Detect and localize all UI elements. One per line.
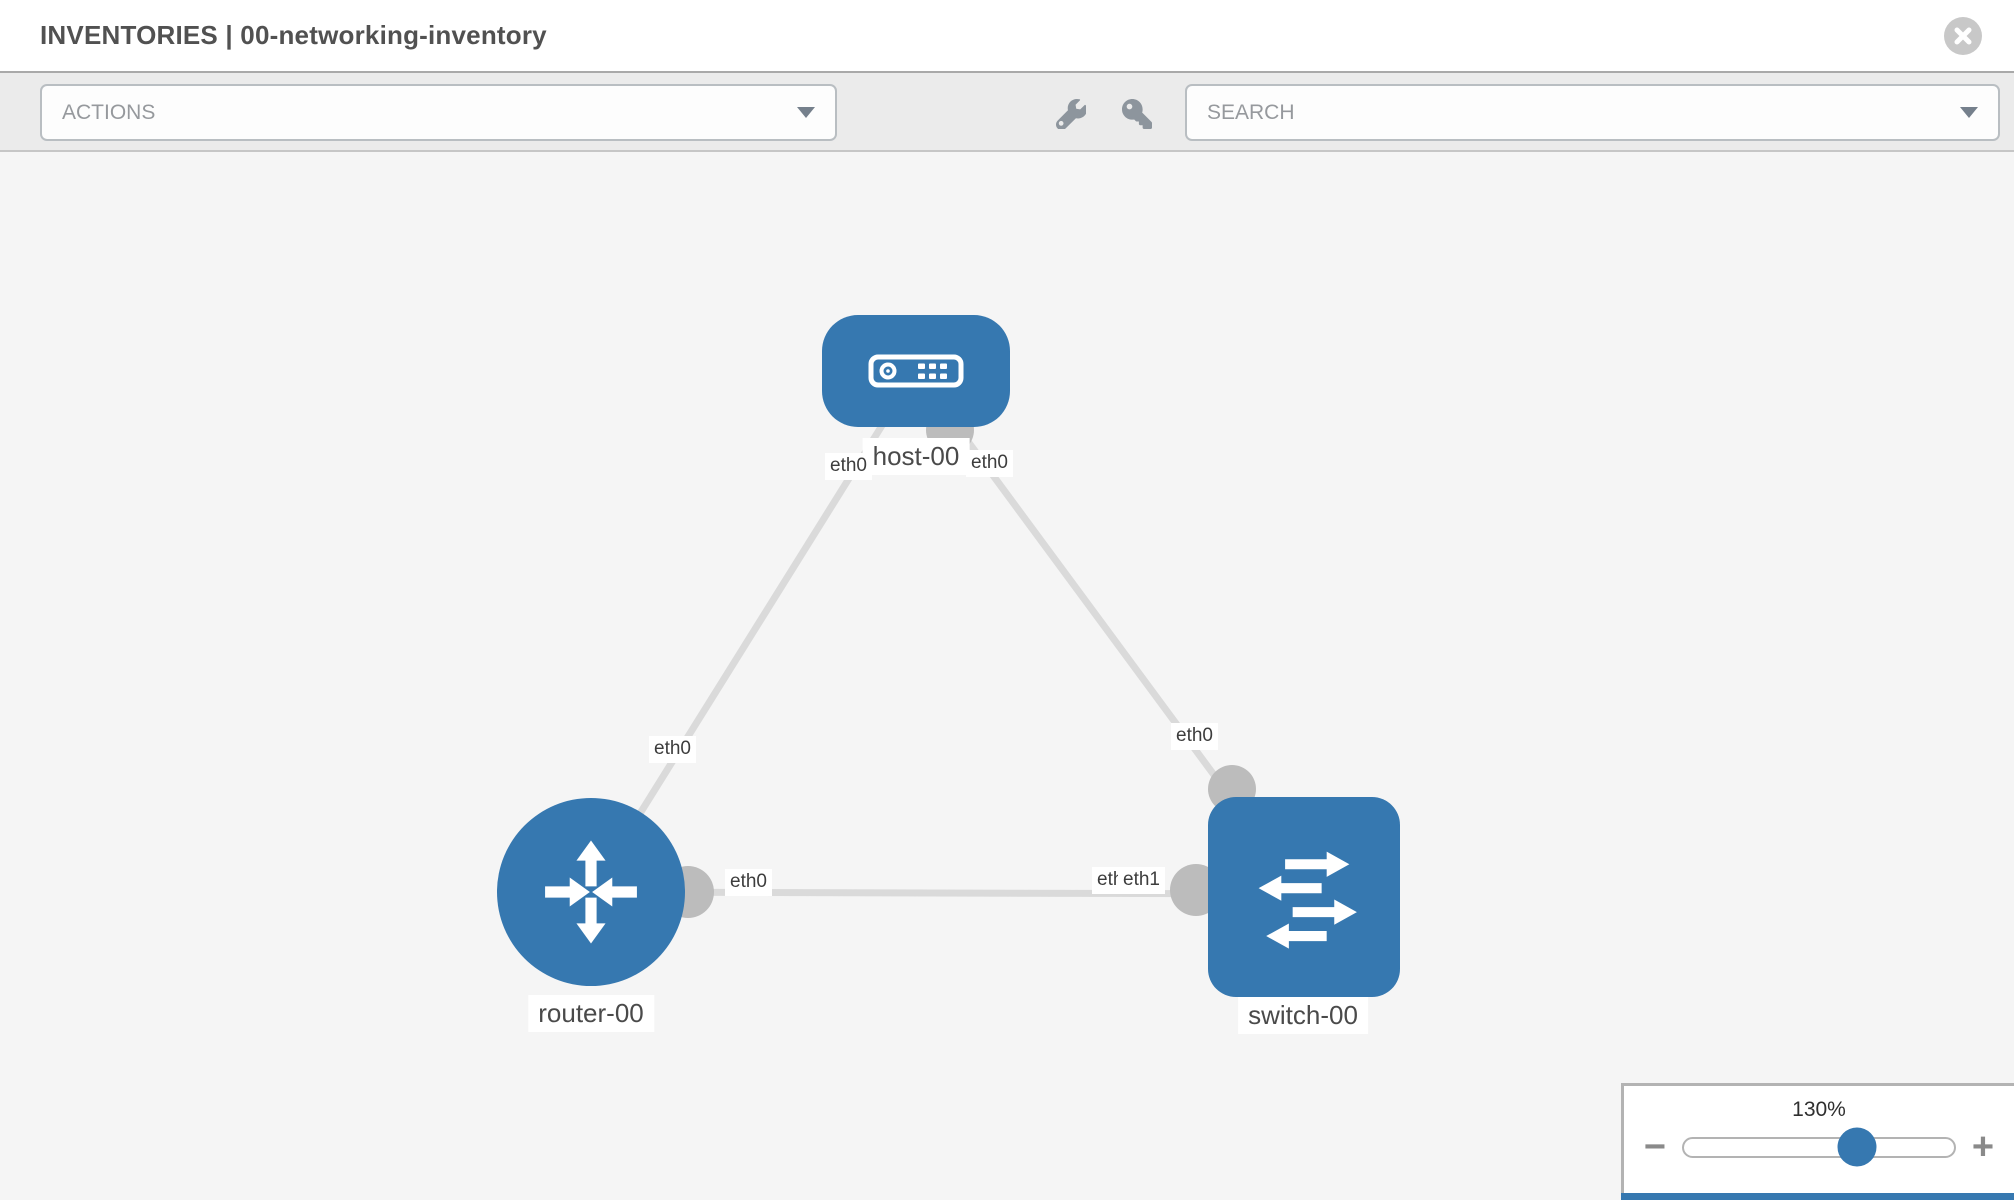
zoom-slider-thumb[interactable] — [1837, 1127, 1877, 1167]
node-label-switch-00[interactable]: switch-00 — [1238, 997, 1368, 1035]
close-icon — [1954, 27, 1972, 44]
zoom-panel: 130% − + — [1621, 1083, 2014, 1200]
key-icon[interactable] — [1122, 99, 1152, 129]
search-dropdown[interactable]: SEARCH — [1185, 84, 2000, 141]
search-dropdown-label: SEARCH — [1207, 100, 1295, 124]
header: INVENTORIES | 00-networking-inventory — [0, 0, 2014, 73]
node-switch-00[interactable] — [1208, 797, 1400, 997]
node-label-router-00[interactable]: router-00 — [528, 995, 654, 1033]
iface-label-switch-eth1: eth1 — [1118, 867, 1165, 894]
iface-label-router-eth0: eth0 — [725, 869, 772, 896]
node-label-host-00[interactable]: host-00 — [862, 438, 970, 476]
panel-accent-bar — [1621, 1193, 2014, 1200]
wrench-icon[interactable] — [1056, 99, 1086, 129]
chevron-down-icon — [797, 107, 815, 118]
toolbar: ACTIONS SEARCH — [0, 73, 2014, 152]
actions-dropdown[interactable]: ACTIONS — [40, 84, 837, 141]
node-router-00[interactable] — [497, 798, 685, 986]
node-host-00[interactable] — [822, 315, 1010, 427]
iface-label-switch-eth0-up: eth0 — [1171, 723, 1218, 750]
zoom-out-button[interactable]: − — [1643, 1126, 1667, 1168]
switch-icon — [1258, 851, 1357, 949]
page-title: INVENTORIES | 00-networking-inventory — [40, 20, 547, 50]
iface-label-router-eth0-up: eth0 — [649, 736, 696, 763]
close-button[interactable] — [1944, 16, 1982, 55]
router-icon — [545, 840, 637, 944]
host-icon — [868, 354, 964, 388]
actions-dropdown-label: ACTIONS — [62, 100, 156, 124]
topology-canvas[interactable]: host-00 router-00 switch-00 eth0 eth0 et… — [0, 152, 2014, 1200]
chevron-down-icon — [1960, 107, 1978, 118]
zoom-level: 130% — [1792, 1098, 1846, 1121]
iface-label-host-eth0-left: eth0 — [825, 453, 872, 480]
iface-label-host-eth0-right: eth0 — [966, 450, 1013, 477]
zoom-in-button[interactable]: + — [1971, 1126, 1995, 1168]
zoom-slider[interactable] — [1682, 1127, 1956, 1167]
